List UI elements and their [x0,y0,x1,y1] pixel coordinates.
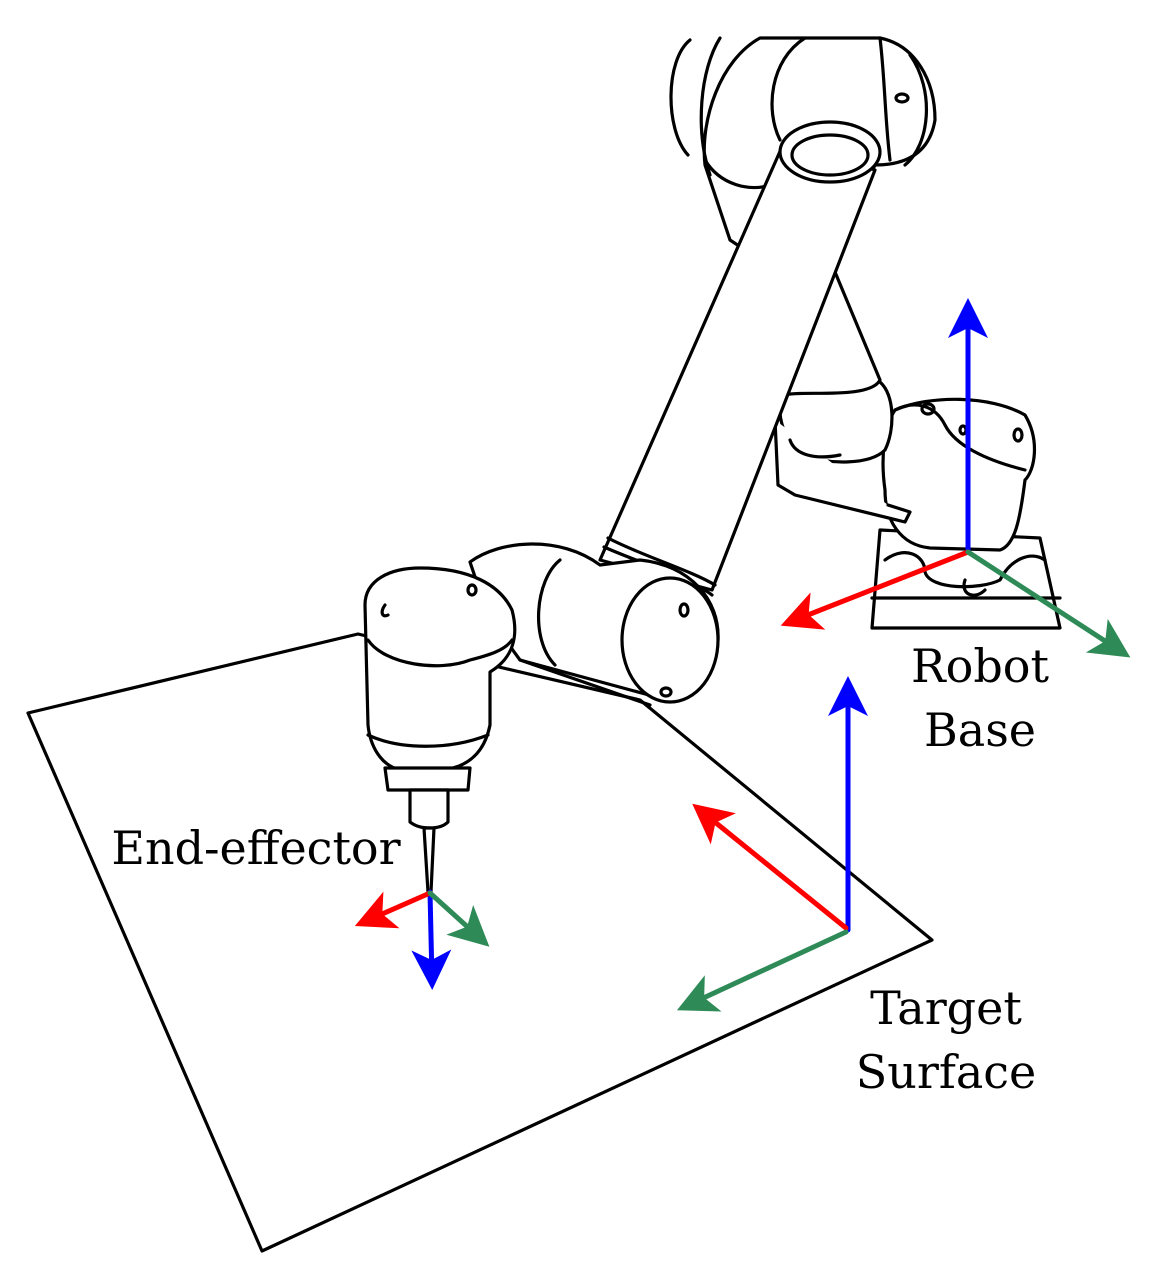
target-surface-y-axis [676,929,849,1012]
robot-base-y-axis [965,549,1131,658]
robot-base-label-line1: Robot [911,639,1049,693]
end-effector-x-axis [354,890,433,929]
robot-base-frame [780,298,1131,658]
robot-base-x-axis [780,549,971,630]
robot-base-label-line2: Base [924,703,1036,757]
end-effector-head [363,566,517,894]
forearm-tube [598,120,882,597]
end-effector-label: End-effector [111,821,400,875]
shoulder-joint [773,377,1037,552]
end-effector-frame [354,889,490,990]
wrist-joints [468,542,720,707]
end-effector-y-axis [427,890,490,947]
target-surface-label-line2: Surface [856,1045,1037,1099]
target-surface-x-axis [692,803,849,931]
target-surface-frame [676,676,868,1012]
target-surface-label-line1: Target [870,981,1022,1035]
end-effector-z-axis [411,889,452,990]
